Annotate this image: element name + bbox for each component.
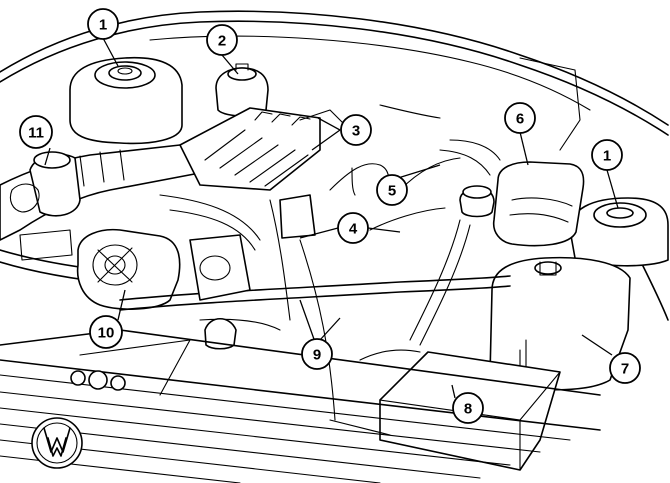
callout-label: 5	[388, 183, 396, 200]
brake-fluid-reservoir	[215, 63, 269, 117]
callout-2: 2	[206, 24, 238, 56]
callout-10: 10	[89, 315, 123, 349]
callout-label: 11	[28, 125, 44, 142]
callout-label: 8	[464, 401, 472, 418]
callout-label: 4	[349, 221, 358, 238]
callout-7: 7	[609, 352, 641, 384]
coolant-expansion-tank	[459, 161, 585, 247]
air-filter-housing	[9, 151, 81, 217]
callout-label: 3	[352, 123, 360, 140]
engine-details	[19, 104, 511, 436]
leader-lines	[44, 37, 619, 399]
alternator	[76, 228, 181, 310]
callout-6: 6	[504, 102, 536, 134]
callout-label: 10	[98, 325, 115, 342]
callout-1-right: 1	[591, 139, 623, 171]
callout-9: 9	[301, 338, 333, 370]
callout-4: 4	[337, 212, 369, 244]
callout-label: 7	[621, 361, 629, 378]
callout-5: 5	[376, 174, 408, 206]
callout-11: 11	[19, 115, 53, 149]
callout-1-left: 1	[87, 8, 119, 40]
vw-logo	[31, 417, 83, 469]
callout-label: 1	[603, 148, 611, 165]
callout-label: 6	[516, 111, 524, 128]
suspension-strut-dome-left	[69, 56, 183, 145]
callout-label: 2	[218, 33, 226, 50]
callout-3: 3	[340, 114, 372, 146]
air-intake-duct	[0, 143, 213, 241]
callout-label: 1	[99, 17, 107, 34]
callout-label: 9	[313, 347, 321, 364]
suspension-strut-dome-right	[569, 197, 669, 267]
engine-cover	[179, 107, 321, 191]
callout-8: 8	[452, 392, 484, 424]
